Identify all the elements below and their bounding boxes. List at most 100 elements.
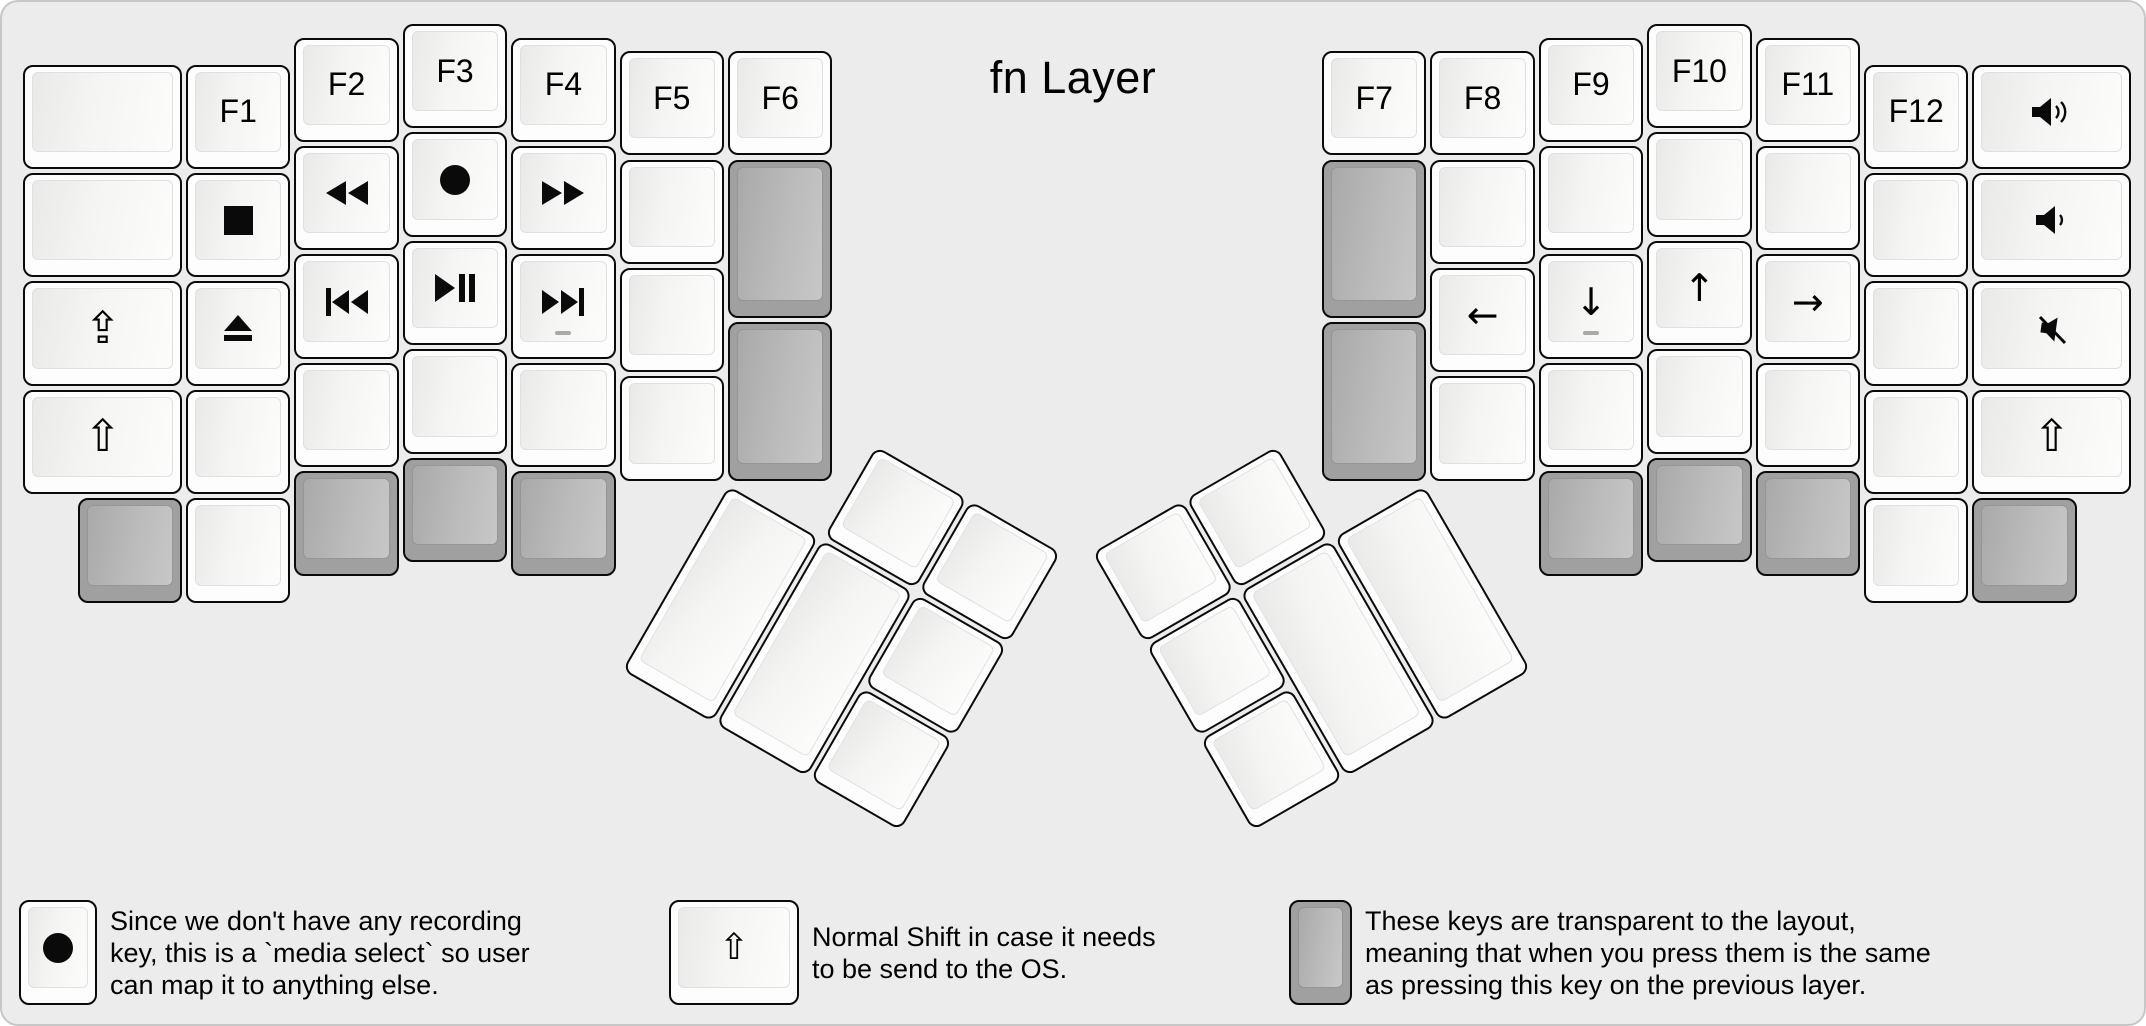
caps-lock-key-top: ⇪ xyxy=(32,288,173,369)
legend-text-line: as pressing this key on the previous lay… xyxy=(1365,969,1867,1000)
legend-text-line: Since we don't have any recording xyxy=(110,905,522,936)
f10-key-top: F10 xyxy=(1656,31,1743,112)
transparent-key xyxy=(728,322,833,481)
f5-key-label: F5 xyxy=(653,79,691,116)
f4-key: F4 xyxy=(511,37,616,142)
eject-key xyxy=(186,281,291,386)
play-pause-icon xyxy=(434,273,476,303)
rewind-key xyxy=(294,145,399,251)
arrow-up-key: ↑ xyxy=(1647,240,1752,346)
transparent-key xyxy=(1322,322,1427,481)
blank-key xyxy=(619,376,724,481)
f11-key-top: F11 xyxy=(1764,44,1851,125)
previous-track-key xyxy=(294,254,399,359)
transparent-key-top xyxy=(1981,505,2068,586)
blank-key xyxy=(1864,498,1969,603)
blank-key xyxy=(1864,389,1969,495)
f7-key-label: F7 xyxy=(1355,79,1393,116)
blank-key xyxy=(1647,132,1752,237)
blank-key xyxy=(619,267,724,373)
next-track-icon xyxy=(541,287,585,317)
legend-text-line: can map it to anything else. xyxy=(110,969,439,1000)
legend-text-line: These keys are transparent to the layout… xyxy=(1365,905,1856,936)
f8-key-label: F8 xyxy=(1463,79,1502,116)
caps-lock-icon: ⇪ xyxy=(84,302,122,354)
f10-key-label: F10 xyxy=(1671,52,1727,89)
transparent-key-top xyxy=(737,329,824,464)
arrow-down-key: ↓ xyxy=(1538,254,1644,359)
blank-key-top xyxy=(840,456,956,570)
f6-key: F6 xyxy=(728,51,833,156)
blank-key xyxy=(1430,376,1535,481)
previous-track-icon xyxy=(325,287,369,317)
next-track-key-top xyxy=(520,261,607,342)
f3-key: F3 xyxy=(402,24,508,129)
blank-key xyxy=(1538,145,1644,251)
f4-key-label: F4 xyxy=(544,66,583,103)
arrow-right-key-top: → xyxy=(1764,261,1851,342)
f11-key-label: F11 xyxy=(1781,66,1835,103)
blank-key-top xyxy=(628,166,715,247)
legend-text-line: Normal Shift in case it needs xyxy=(812,921,1156,952)
blank-key-top xyxy=(520,369,607,451)
blank-key-top xyxy=(628,383,715,464)
shift-key-top: ⇧ xyxy=(1981,396,2122,478)
transparent-key-top xyxy=(1656,464,1743,545)
transparent-key xyxy=(728,159,833,319)
blank-key-top xyxy=(1439,383,1526,464)
mute-key xyxy=(1972,281,2131,386)
blank-key-top xyxy=(1873,288,1960,369)
transparent-key-top xyxy=(1764,478,1851,559)
transparent-key-top xyxy=(520,478,607,559)
legend-media-select-key-top xyxy=(28,907,88,988)
shift-key: ⇧ xyxy=(23,389,182,495)
record-key xyxy=(402,132,508,237)
play-pause-key-top xyxy=(411,247,499,329)
f8-key-top: F8 xyxy=(1439,58,1526,139)
record-icon xyxy=(439,164,471,196)
transparent-key-top xyxy=(86,505,173,586)
transparent-key-top xyxy=(1331,329,1418,464)
previous-track-key-top xyxy=(303,261,390,342)
blank-key xyxy=(186,498,291,603)
f6-key-label: F6 xyxy=(761,79,799,116)
caps-lock-key: ⇪ xyxy=(23,281,182,386)
fast-forward-icon xyxy=(540,180,586,206)
arrow-down-key-top: ↓ xyxy=(1547,261,1635,342)
blank-key xyxy=(23,173,182,278)
volume-up-key-top xyxy=(1981,71,2122,153)
legend-transparent-keys-key-top xyxy=(1298,907,1343,988)
next-track-key xyxy=(511,254,616,359)
f5-key-top: F5 xyxy=(628,58,715,139)
f12-key-label: F12 xyxy=(1888,93,1944,130)
f1-key: F1 xyxy=(186,64,291,170)
stop-key-top xyxy=(195,180,282,261)
arrow-up-key-top: ↑ xyxy=(1656,247,1743,329)
blank-key xyxy=(23,64,182,170)
transparent-key-top xyxy=(1331,166,1418,302)
rewind-icon xyxy=(324,180,370,206)
mute-key-top xyxy=(1981,288,2122,369)
legend-text-line: to be send to the OS. xyxy=(812,953,1068,984)
blank-key-top xyxy=(1439,166,1526,247)
transparent-key xyxy=(1322,159,1427,319)
f6-key-top: F6 xyxy=(737,58,824,139)
play-pause-key xyxy=(402,240,508,346)
transparent-key-top xyxy=(303,478,390,559)
volume-down-icon xyxy=(2035,204,2069,236)
blank-key-top xyxy=(1873,180,1960,261)
transparent-key-top xyxy=(1547,478,1635,559)
blank-key-top xyxy=(32,71,173,153)
legend-transparent-keys-key xyxy=(1289,900,1352,1005)
blank-key xyxy=(1430,159,1535,264)
f2-key-label: F2 xyxy=(327,66,366,103)
homing-bar xyxy=(555,330,572,335)
blank-key-top xyxy=(1873,505,1960,586)
f3-key-top: F3 xyxy=(411,31,499,112)
f10-key: F10 xyxy=(1647,24,1752,129)
blank-key-top xyxy=(32,180,173,261)
blank-key xyxy=(402,349,508,454)
volume-up-key xyxy=(1972,64,2131,170)
